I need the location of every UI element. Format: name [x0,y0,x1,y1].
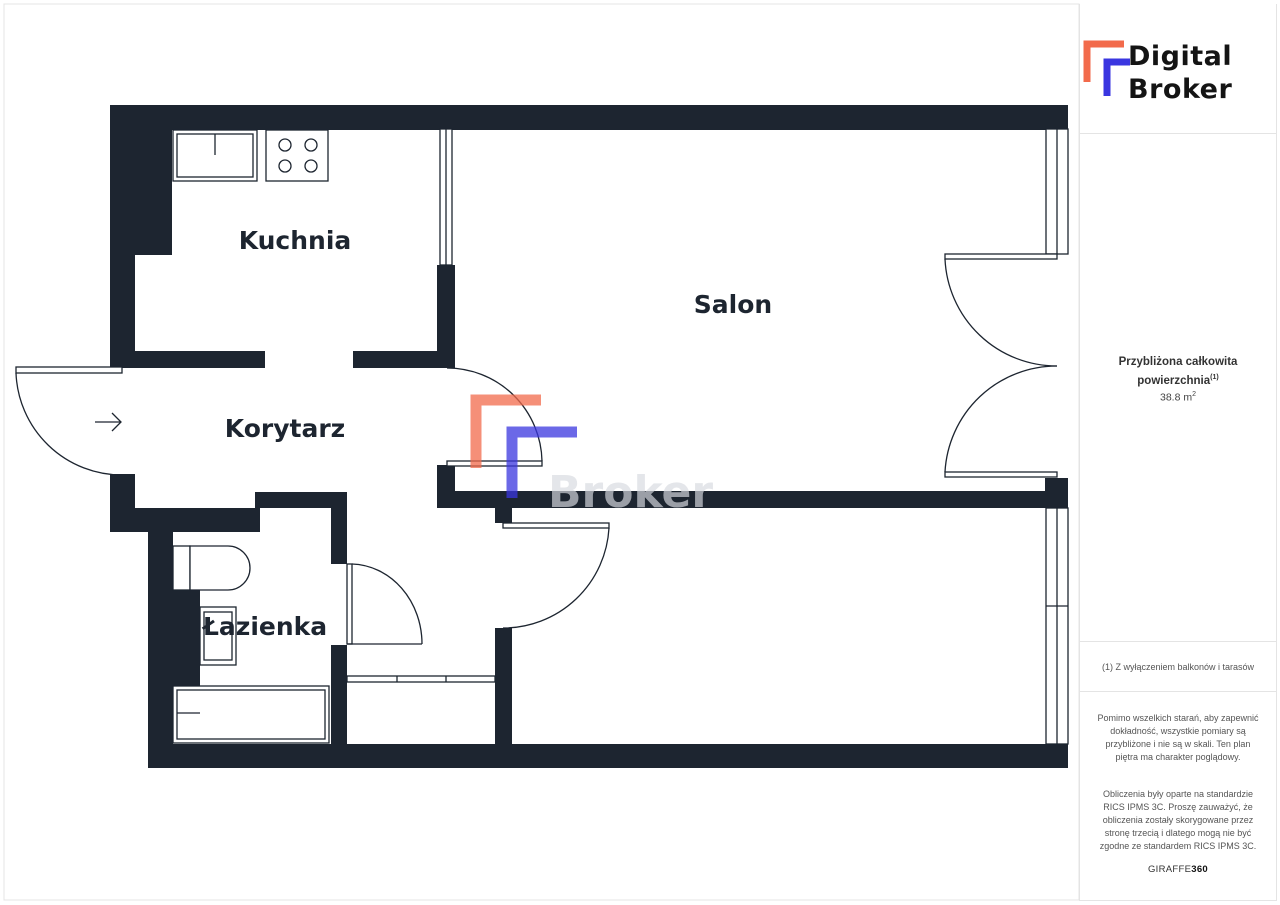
brand-name-line1: Digital [1128,41,1233,72]
wall-kitchen-bottom-right [353,351,455,368]
balcony-door-leaf-upper [944,253,1058,260]
wall-salon-pillar [495,491,512,523]
bathtub [172,685,330,744]
disclaimer-section: Pomimo wszelkich starań, aby zapewnić do… [1080,692,1276,900]
room-door-leaf [502,522,610,529]
logo-section: Digital Broker [1080,4,1276,134]
fixtures [95,129,330,744]
salon-door-leaf [446,460,543,467]
entry-arrow-icon [95,412,122,432]
toilet [172,545,251,591]
salon-door-swing [446,367,543,462]
room-label-hall: Korytarz [225,414,345,443]
brand-name-line2: Broker [1128,74,1233,105]
room-label-living: Salon [694,290,772,319]
entrance-door-leaf [15,366,123,374]
wall-bottom [148,744,1068,768]
room-door-swing [502,527,610,629]
floor-plan: Broker Kuchnia Salon Korytarz Łazienka [3,3,1080,901]
area-section: Przybliżona całkowita powierzchnia(1) 38… [1080,134,1276,642]
washbasin [199,606,237,666]
area-unit-superscript: 2 [1192,391,1196,398]
disclaimer-paragraph-1: Pomimo wszelkich starań, aby zapewnić do… [1097,713,1259,762]
credit-prefix: GIRAFFE [1147,864,1192,875]
bathroom-door-swing [351,563,423,645]
footnote-text: (1) Z wyłączeniem balkonów i tarasów [1101,662,1255,672]
room-label-bathroom: Łazienka [201,612,327,641]
credit-suffix: 360 [1191,864,1209,875]
area-footnote-ref: (1) [1210,374,1219,381]
windows [439,128,1069,745]
balcony-door-leaf-lower [944,471,1058,478]
walls [110,105,1068,768]
wall-bathroom-right-lower [331,645,347,765]
wall-kitchen-salon-lower [437,265,455,368]
credit-text: GIRAFFE360 [1080,864,1276,875]
wall-right-mid [1045,478,1068,508]
bathroom-door-leaf [346,563,353,645]
room-label-kitchen: Kuchnia [239,226,352,255]
disclaimer-paragraph-2: Obliczenia były oparte na standardzie RI… [1099,789,1257,851]
brand-logo-icon [1083,40,1130,96]
wardrobe [346,675,496,683]
watermark-text: Broker [548,467,713,518]
area-title: Przybliżona całkowita powierzchnia(1) [1080,354,1276,389]
balcony-door-swing-lower [944,365,1058,473]
wall-hall-bottom [110,508,260,532]
wall-top [110,105,1068,130]
info-sidebar: Digital Broker Przybliżona całkowita pow… [1079,4,1277,901]
wall-left-bathroom-thick [148,590,200,686]
entrance-door-swing [15,372,123,476]
wall-kitchen-bottom-left [110,351,265,368]
wall-left-thick [110,105,172,255]
area-value-number: 38.8 m [1159,391,1193,404]
wall-bathroom-top [255,492,347,508]
wall-bathroom-right [331,492,347,564]
balcony-door-swing-upper [944,258,1058,367]
area-value: 38.8 m2 [1080,391,1276,404]
area-title-line2: powierzchnia [1137,374,1211,387]
wall-right-top [1045,105,1068,129]
wall-closet-right [495,628,512,768]
wall-salon-bottom [437,491,1068,508]
watermark-logo: Broker [470,394,713,518]
area-title-line1: Przybliżona całkowita [1118,356,1238,368]
kitchen-sink [172,129,258,182]
footnote-section: (1) Z wyłączeniem balkonów i tarasów [1080,642,1276,692]
wall-kitchen-salon-upper [437,105,455,129]
cooktop [265,129,329,182]
